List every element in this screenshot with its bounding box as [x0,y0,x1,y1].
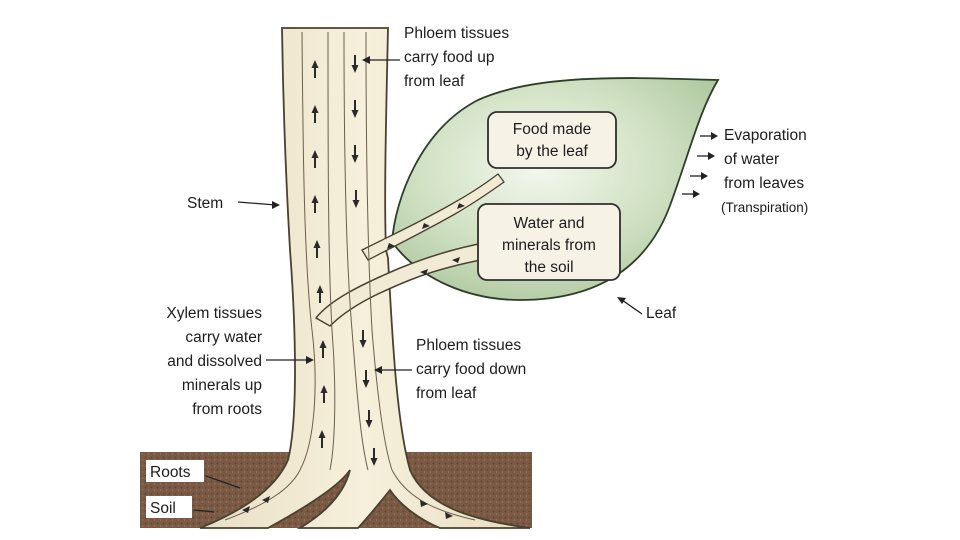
soil-pointer [193,509,215,513]
food-box-line-2: by the leaf [516,143,588,160]
phloem-up-label-line-3: from leaf [404,73,465,90]
xylem-label-line-3: and dissolved [167,353,262,370]
xylem-label-line-4: minerals up [182,377,262,394]
water-box-line-2: minerals from [502,237,596,254]
root-channel-right [391,469,476,521]
stem [199,27,531,529]
stalk-flow-arrows [387,203,465,275]
evaporation-label-line-3: from leaves [724,175,804,192]
phloem-down-arrows [351,55,378,466]
xylem-channel-left [299,31,316,471]
phloem-down-label-line-2: carry food down [416,361,526,378]
phloem-channel-left [343,31,369,471]
evaporation-label-line-2: of water [724,151,779,168]
phloem-down-label-line-3: from leaf [416,385,477,402]
phloem-channel-right [365,31,393,471]
phloem-up-pointer [362,56,400,64]
soil-label-bg [146,496,192,518]
food-box-line-1: Food made [513,121,591,138]
phloem-up-label-line-1: Phloem tissues [404,25,509,42]
stem-label: Stem [187,195,223,212]
xylem-label-line-5: from roots [192,401,262,418]
xylem-channel-right [327,31,336,471]
roots-pointer [205,475,241,489]
leaf-label: Leaf [646,305,677,322]
soil-label: Soil [150,500,176,517]
phloem-down-label-line-1: Phloem tissues [416,337,521,354]
roots-label-bg [146,460,204,482]
xylem-pointer [266,356,314,364]
stem-pointer [237,201,280,209]
xylem-label-line-1: Xylem tissues [166,305,262,322]
root-flow-arrows [242,496,453,519]
phloem-down-pointer [374,366,412,374]
evaporation-arrows [682,132,718,198]
water-minerals-box [477,203,621,281]
water-box-line-3: the soil [524,259,573,276]
leaf-stalk-upper [361,173,505,261]
transpiration-label: (Transpiration) [721,200,808,215]
root-channel-left [224,469,301,521]
phloem-up-label-line-2: carry food up [404,49,494,66]
xylem-up-arrows [311,60,328,448]
roots-label: Roots [150,464,191,481]
food-made-box [487,111,617,169]
xylem-label-line-2: carry water [185,329,262,346]
leaf-pointer [617,297,643,315]
evaporation-label-line-1: Evaporation [724,127,807,144]
water-box-line-1: Water and [514,215,585,232]
